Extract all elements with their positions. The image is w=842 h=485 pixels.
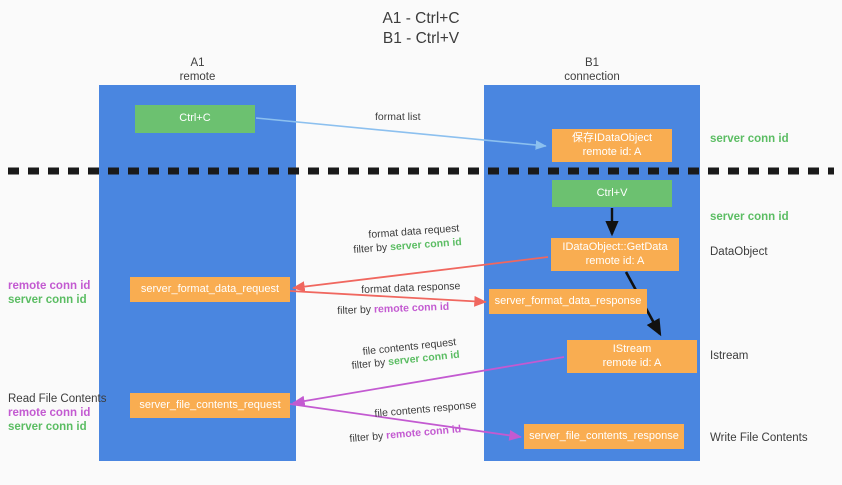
node-server-file-contents-request-label: server_file_contents_request (139, 398, 281, 411)
node-server-format-data-request[interactable]: server_format_data_request (130, 277, 290, 302)
node-ctrl-c[interactable]: Ctrl+C (135, 105, 255, 133)
right-label-server-conn-id-top-text: server conn id (710, 133, 789, 145)
edge-label-format-data-response-filter: filter by remote conn id (337, 301, 449, 318)
lane-b1-subtitle: connection (564, 71, 620, 83)
node-idataobject-getdata[interactable]: IDataObject::GetData remote id: A (551, 238, 679, 271)
node-ctrl-v-label: Ctrl+V (596, 186, 628, 199)
node-server-file-contents-response-label: server_file_contents_response (529, 429, 679, 442)
node-save-idataobject-line1: 保存IDataObject (571, 132, 653, 144)
node-save-idataobject-line2: remote id: A (582, 145, 642, 158)
left-label-read-file-contents: Read File Contents (8, 393, 107, 405)
title-line-2: B1 - Ctrl+V (382, 30, 460, 47)
right-label-server-conn-id-mid: server conn id (710, 210, 789, 224)
lane-b1-name: B1 (584, 57, 600, 69)
right-label-write-file-contents: Write File Contents (710, 432, 808, 444)
node-istream-line2: remote id: A (602, 356, 662, 369)
right-label-server-conn-id-mid-text: server conn id (710, 211, 789, 223)
edge-label-format-data-response: format data response (361, 280, 461, 296)
filter-prefix: filter by (337, 303, 375, 317)
filter-value-remote-conn-id: remote conn id (373, 300, 450, 316)
right-label-istream: Istream (710, 350, 749, 362)
left-label-remote-conn-id-1: remote conn id (8, 280, 91, 292)
filter-prefix: filter by (353, 241, 391, 256)
right-label-dataobject: DataObject (710, 246, 768, 258)
left-label-conn-ids-upper: remote conn id server conn id (8, 279, 90, 307)
lane-header-a1: A1 remote (99, 56, 296, 84)
left-label-server-conn-id-1: server conn id (8, 294, 87, 306)
edge-label-format-list: format list (375, 111, 421, 123)
filter-prefix: filter by (349, 429, 387, 445)
edge-label-file-contents-response: file contents response (374, 399, 477, 420)
node-server-format-data-request-label: server_format_data_request (140, 282, 280, 295)
lane-header-b1: B1 connection (484, 56, 700, 84)
node-getdata-line2: remote id: A (585, 254, 645, 267)
lane-a1-name: A1 (190, 57, 205, 69)
page-title: A1 - Ctrl+C B1 - Ctrl+V (0, 9, 842, 49)
left-label-remote-conn-id-2: remote conn id (8, 407, 91, 419)
left-label-read-file-contents-group: Read File Contents remote conn id server… (8, 392, 106, 434)
node-istream[interactable]: IStream remote id: A (567, 340, 697, 373)
node-save-idataobject[interactable]: 保存IDataObject remote id: A (552, 129, 672, 162)
filter-value-remote-conn-id: remote conn id (385, 423, 462, 442)
node-server-file-contents-response[interactable]: server_file_contents_response (524, 424, 684, 449)
filter-prefix: filter by (351, 356, 389, 372)
node-getdata-line1: IDataObject::GetData (562, 241, 668, 253)
node-ctrl-v[interactable]: Ctrl+V (552, 180, 672, 207)
right-label-server-conn-id-top: server conn id (710, 132, 789, 146)
node-server-file-contents-request[interactable]: server_file_contents_request (130, 393, 290, 418)
node-istream-line1: IStream (612, 343, 652, 355)
title-line-1: A1 - Ctrl+C (382, 10, 460, 27)
edge-label-file-contents-response-filter: filter by remote conn id (349, 423, 462, 446)
node-ctrl-c-label: Ctrl+C (179, 112, 211, 125)
lane-a1-subtitle: remote (179, 71, 216, 83)
node-server-format-data-response[interactable]: server_format_data_response (489, 289, 647, 314)
left-label-server-conn-id-2: server conn id (8, 421, 87, 433)
node-server-format-data-response-label: server_format_data_response (494, 294, 642, 307)
